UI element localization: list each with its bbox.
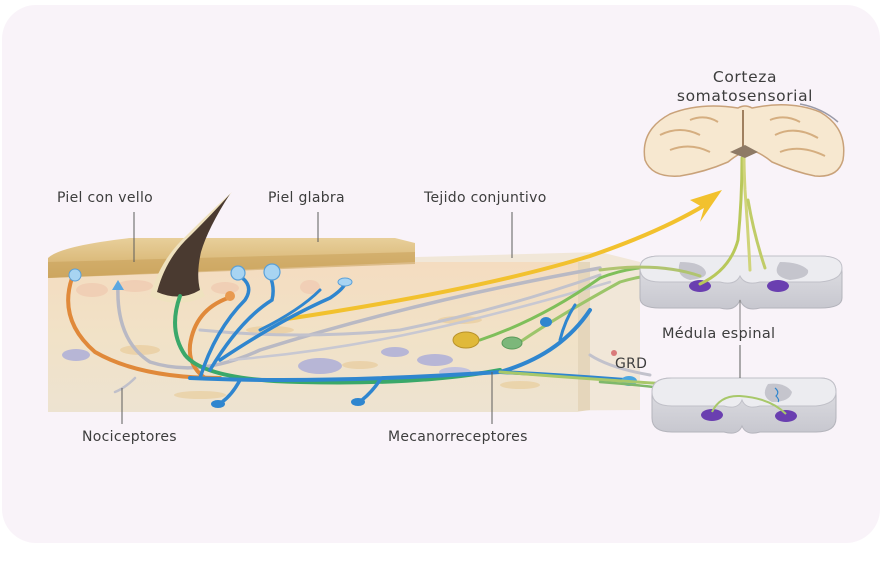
label-cortex-line1: Corteza bbox=[712, 68, 778, 86]
label-somatosensory-cortex: Corteza somatosensorial bbox=[640, 68, 850, 106]
ascending-tract bbox=[598, 153, 767, 286]
mechanoreceptor-endings bbox=[68, 263, 637, 408]
hair-follicle bbox=[150, 192, 232, 303]
label-drg: GRD bbox=[615, 356, 648, 372]
gray-fibers bbox=[112, 266, 652, 394]
label-mechanoreceptors: Mecanorreceptores bbox=[388, 429, 528, 445]
label-hairy-skin: Piel con vello bbox=[57, 190, 154, 206]
label-cortex-line2: somatosensorial bbox=[676, 87, 814, 105]
brain-cortex bbox=[643, 103, 845, 177]
label-nociceptors: Nociceptores bbox=[82, 429, 177, 445]
spinal-cord-upper bbox=[639, 255, 843, 330]
leader-lines bbox=[121, 212, 741, 424]
label-connective-tissue: Tejido conjuntivo bbox=[424, 190, 547, 206]
ascending-arrow bbox=[279, 190, 722, 322]
label-glabrous-skin: Piel glabra bbox=[268, 190, 345, 206]
label-spinal-cord: Médula espinal bbox=[662, 326, 776, 342]
spinal-cord-lower bbox=[651, 377, 837, 434]
nociceptor-fibers bbox=[66, 276, 235, 380]
